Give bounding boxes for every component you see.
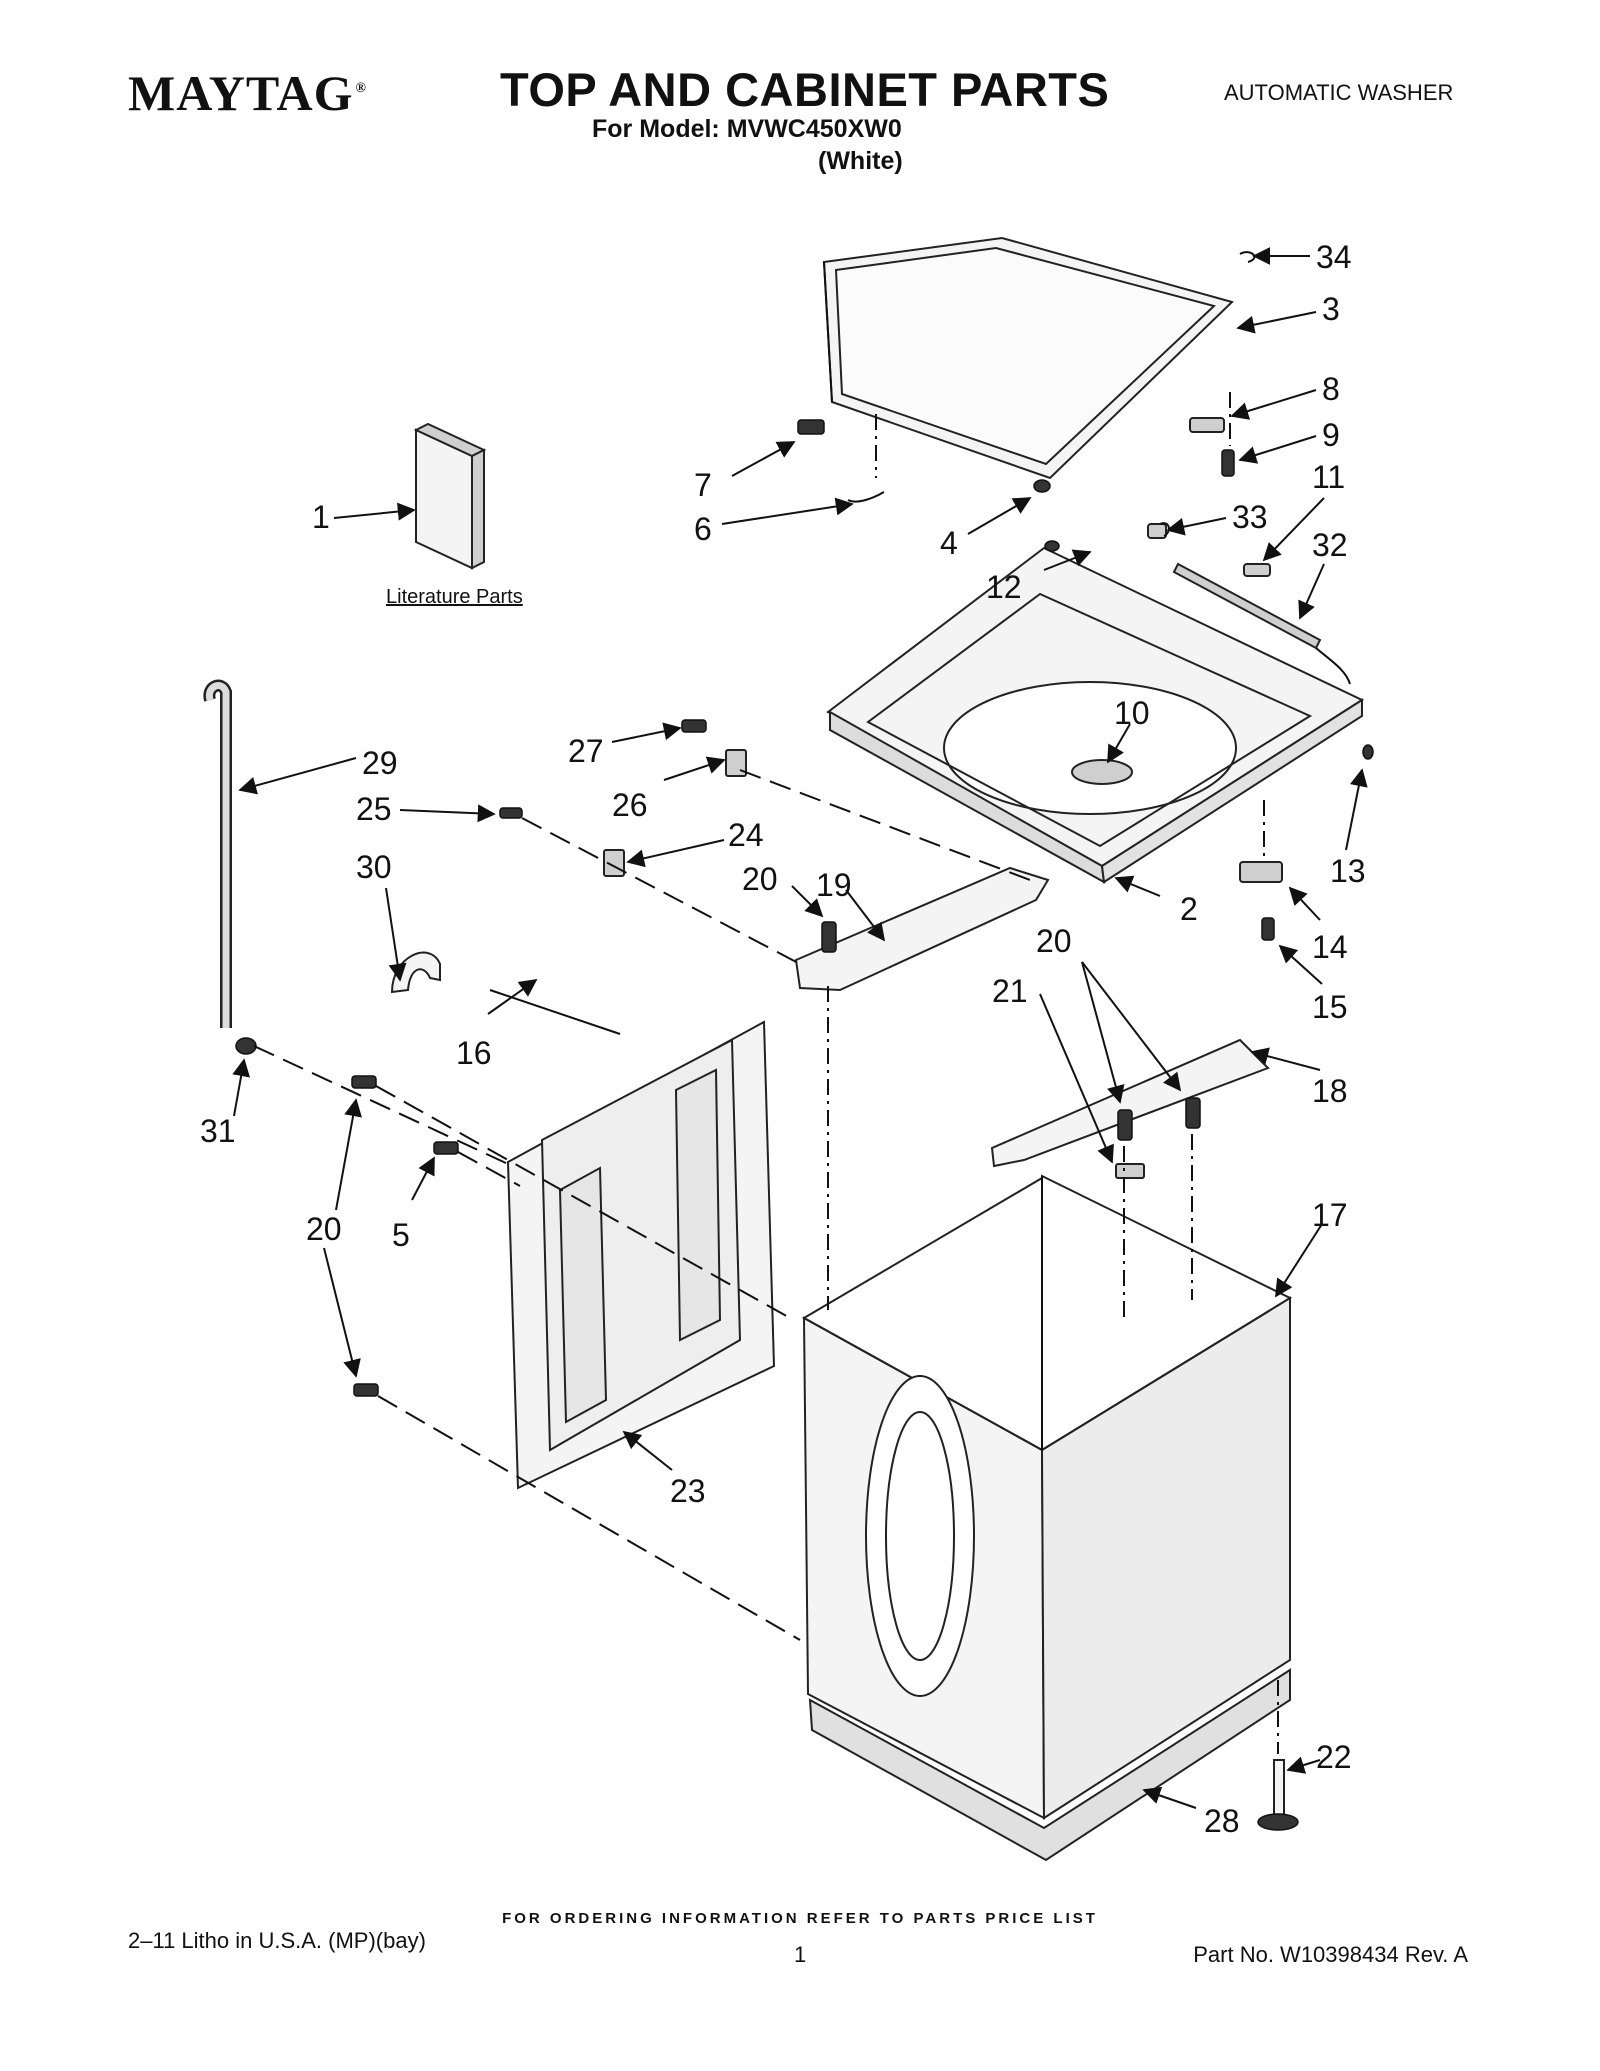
spring-assembly — [1172, 562, 1351, 685]
callout-2: 2 — [1180, 891, 1198, 927]
wire-tie — [489, 989, 621, 1035]
page-number: 1 — [794, 1942, 807, 1967]
callout-23: 23 — [670, 1473, 706, 1509]
callout-numbers: 34 3 8 9 7 6 4 33 11 1 12 32 10 29 27 26… — [200, 239, 1366, 1839]
fasteners — [235, 251, 1374, 1397]
callout-20c: 20 — [306, 1211, 342, 1247]
callout-8: 8 — [1322, 371, 1340, 407]
callout-9: 9 — [1322, 417, 1340, 453]
callout-16: 16 — [456, 1035, 492, 1071]
callout-32: 32 — [1312, 527, 1348, 563]
callout-5: 5 — [392, 1217, 410, 1253]
rear-panel — [506, 1020, 776, 1490]
leader-arrows — [232, 247, 1368, 1809]
ordering-note: FOR ORDERING INFORMATION REFER TO PARTS … — [502, 1910, 1098, 1927]
brand-name: MAYTAG — [128, 65, 354, 121]
callout-20a: 20 — [742, 861, 778, 897]
callout-29: 29 — [362, 745, 398, 781]
drain-hose — [203, 679, 232, 1028]
part-number: Part No. W10398434 Rev. A — [1193, 1942, 1468, 1967]
callout-11: 11 — [1312, 459, 1345, 495]
registered-mark: ® — [355, 81, 367, 97]
callout-20b: 20 — [1036, 923, 1072, 959]
callout-7: 7 — [694, 467, 712, 503]
callout-14: 14 — [1312, 929, 1348, 965]
callout-25: 25 — [356, 791, 392, 827]
literature-booklet — [413, 422, 487, 570]
lid — [822, 236, 1234, 480]
literature-parts-caption: Literature Parts — [386, 586, 523, 608]
callout-30: 30 — [356, 849, 392, 885]
litho-line: 2–11 Litho in U.S.A. (MP)(bay) — [128, 1928, 426, 1953]
callout-3: 3 — [1322, 291, 1340, 327]
callout-21: 21 — [992, 973, 1028, 1009]
callout-26: 26 — [612, 787, 648, 823]
callout-31: 31 — [200, 1113, 236, 1149]
callout-17: 17 — [1312, 1197, 1348, 1233]
callout-24: 24 — [728, 817, 764, 853]
callout-15: 15 — [1312, 989, 1348, 1025]
callout-6: 6 — [694, 511, 712, 547]
model-line: For Model: MVWC450XW0 — [592, 115, 902, 143]
appliance-type: AUTOMATIC WASHER — [1224, 80, 1454, 105]
callout-22: 22 — [1316, 1739, 1352, 1775]
leveling-leg — [1257, 1759, 1299, 1831]
callout-1: 1 — [312, 499, 330, 535]
top-channel-left — [794, 866, 1050, 992]
callout-33: 33 — [1232, 499, 1268, 535]
callout-18: 18 — [1312, 1073, 1348, 1109]
callout-10: 10 — [1114, 695, 1150, 731]
page-title: TOP AND CABINET PARTS — [500, 63, 1110, 116]
top-panel — [826, 546, 1365, 884]
callout-13: 13 — [1330, 853, 1366, 889]
color-line: (White) — [818, 147, 903, 175]
callout-19: 19 — [816, 867, 852, 903]
callout-27: 27 — [568, 733, 604, 769]
callout-12: 12 — [986, 569, 1022, 605]
cabinet — [801, 1174, 1293, 1862]
brand-logo: MAYTAG® — [128, 64, 367, 122]
callout-34: 34 — [1316, 239, 1352, 275]
callout-28: 28 — [1204, 1803, 1240, 1839]
alignment-lines — [253, 392, 1279, 1754]
callout-4: 4 — [940, 525, 958, 561]
top-channel-right — [990, 1038, 1270, 1168]
